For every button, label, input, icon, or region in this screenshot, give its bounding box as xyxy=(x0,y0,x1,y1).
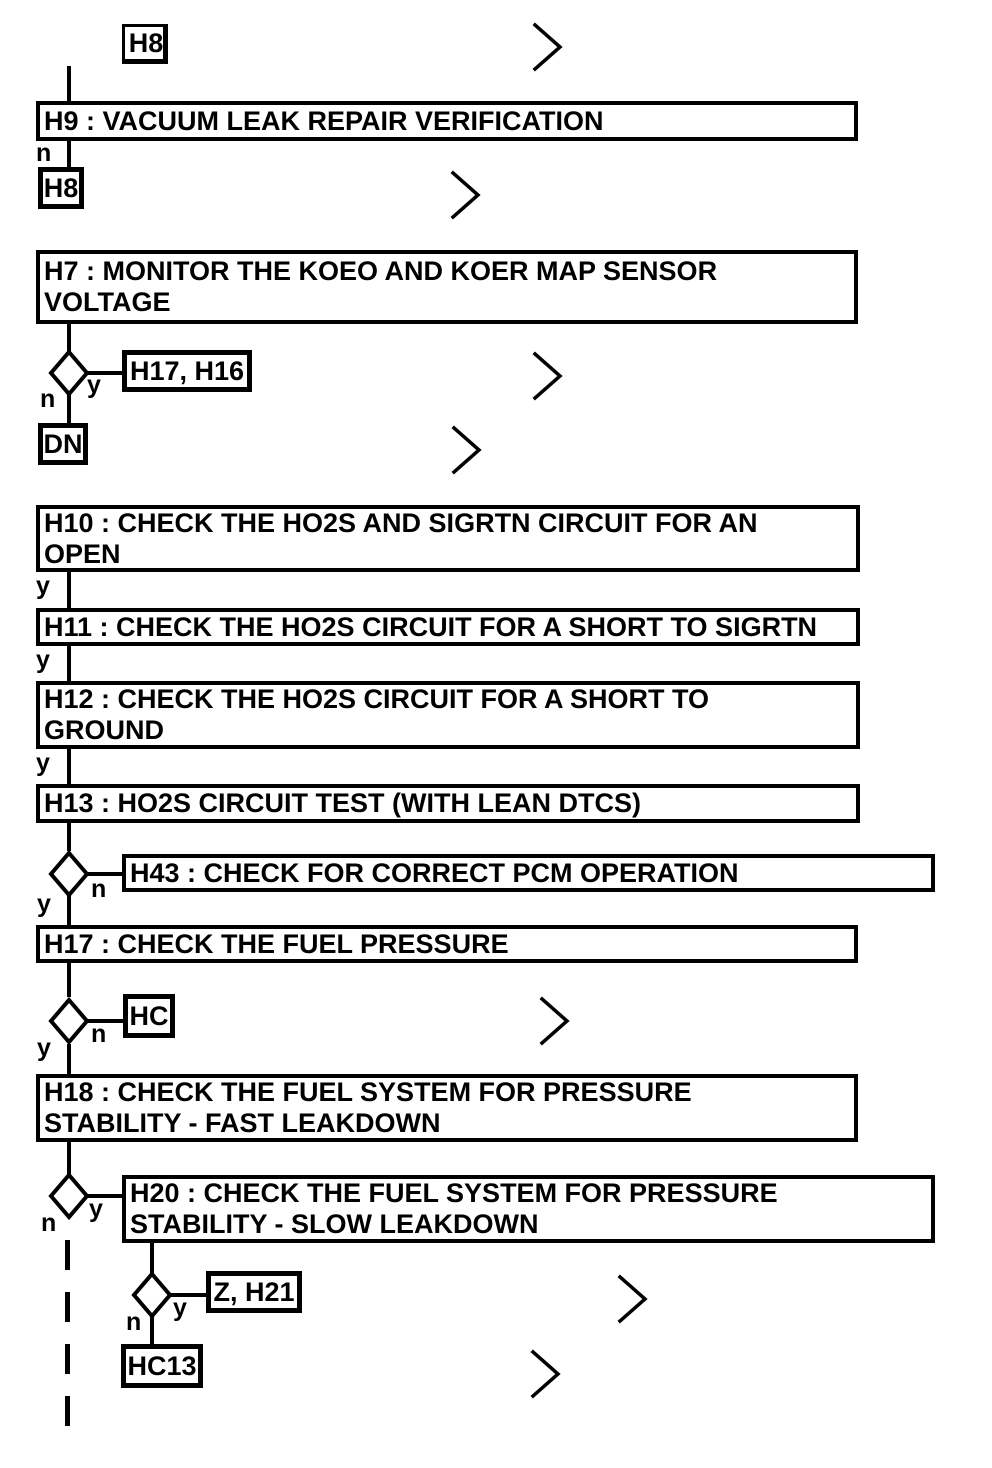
connector-line xyxy=(67,324,71,352)
box-label: H8 xyxy=(128,27,164,58)
chevron-right-icon xyxy=(449,169,483,221)
offpage-dashed-line xyxy=(65,1240,70,1442)
branch-label-yes: y xyxy=(37,890,51,918)
step-box-h12: H12 : CHECK THE HO2S CIRCUIT FOR A SHORT… xyxy=(36,681,860,749)
chevron-right-icon xyxy=(616,1273,650,1325)
box-label: H17, H16 xyxy=(129,355,245,386)
decision-diamond-icon xyxy=(47,849,91,899)
connector-line xyxy=(150,1242,154,1274)
decision-diamond-icon xyxy=(47,996,91,1046)
entry-box-h8: H8 xyxy=(122,24,168,64)
step-box-h18: H18 : CHECK THE FUEL SYSTEM FOR PRESSURE… xyxy=(36,1074,858,1142)
step-box-h10: H10 : CHECK THE HO2S AND SIGRTN CIRCUIT … xyxy=(36,505,860,572)
connector-line xyxy=(67,394,71,424)
box-label: H9 : VACUUM LEAK REPAIR VERIFICATION xyxy=(44,105,604,136)
terminal-box-h8: H8 xyxy=(38,167,84,209)
terminal-box-z-h21: Z, H21 xyxy=(206,1271,302,1313)
chevron-right-icon xyxy=(529,1348,563,1400)
chevron-right-icon xyxy=(531,350,565,402)
step-box-h13: H13 : HO2S CIRCUIT TEST (WITH LEAN DTCS) xyxy=(36,784,860,823)
step-box-h20: H20 : CHECK THE FUEL SYSTEM FOR PRESSURE… xyxy=(122,1175,935,1243)
connector-line xyxy=(67,1142,71,1174)
connector-line xyxy=(86,1019,128,1023)
box-label: H8 xyxy=(43,172,79,203)
branch-label-no: n xyxy=(41,1209,57,1237)
terminal-box-h17-h16: H17, H16 xyxy=(122,350,252,392)
box-label: H20 : CHECK THE FUEL SYSTEM FOR PRESSURE… xyxy=(130,1178,778,1239)
terminal-box-hc13: HC13 xyxy=(121,1344,203,1388)
connector-line xyxy=(67,646,71,681)
connector-line xyxy=(169,1293,209,1297)
branch-label-yes: y xyxy=(37,1034,51,1062)
box-label: H43 : CHECK FOR CORRECT PCM OPERATION xyxy=(130,857,739,888)
branch-label-yes: y xyxy=(36,646,50,674)
step-box-h7: H7 : MONITOR THE KOEO AND KOER MAP SENSO… xyxy=(36,250,858,324)
chevron-right-icon xyxy=(531,21,565,73)
box-label: Z, H21 xyxy=(213,1276,295,1307)
connector-line xyxy=(86,872,126,876)
chevron-right-icon xyxy=(538,995,572,1047)
connector-line xyxy=(67,572,71,608)
box-label: H18 : CHECK THE FUEL SYSTEM FOR PRESSURE… xyxy=(44,1077,692,1138)
connector-line xyxy=(67,141,71,169)
box-label: H12 : CHECK THE HO2S CIRCUIT FOR A SHORT… xyxy=(44,684,710,745)
box-label: DN xyxy=(43,428,83,459)
connector-line xyxy=(67,895,71,925)
box-label: HC13 xyxy=(127,1350,197,1381)
terminal-box-dn: DN xyxy=(38,423,88,465)
branch-label-yes: y xyxy=(36,572,50,600)
box-label: HC xyxy=(129,1000,169,1031)
decision-diamond-icon xyxy=(47,1171,91,1221)
step-box-h43: H43 : CHECK FOR CORRECT PCM OPERATION xyxy=(122,854,935,892)
connector-line xyxy=(67,66,71,104)
connector-line xyxy=(86,371,126,375)
branch-label-yes: y xyxy=(87,371,101,399)
branch-label-yes: y xyxy=(173,1294,187,1322)
branch-label-yes: y xyxy=(89,1195,103,1223)
terminal-box-hc: HC xyxy=(123,994,175,1038)
branch-label-no: n xyxy=(91,875,107,903)
branch-label-no: n xyxy=(40,385,56,413)
step-box-h11: H11 : CHECK THE HO2S CIRCUIT FOR A SHORT… xyxy=(36,608,860,646)
box-label: H11 : CHECK THE HO2S CIRCUIT FOR A SHORT… xyxy=(44,611,818,642)
step-box-h17: H17 : CHECK THE FUEL PRESSURE xyxy=(36,925,858,963)
branch-label-no: n xyxy=(36,139,52,167)
branch-label-no: n xyxy=(126,1308,142,1336)
branch-label-yes: y xyxy=(36,749,50,777)
connector-line xyxy=(150,1316,154,1346)
connector-line xyxy=(86,1194,124,1198)
connector-line xyxy=(67,749,71,784)
connector-line xyxy=(67,1044,71,1074)
box-label: H17 : CHECK THE FUEL PRESSURE xyxy=(44,928,509,959)
box-label: H7 : MONITOR THE KOEO AND KOER MAP SENSO… xyxy=(44,256,718,317)
chevron-right-icon xyxy=(450,424,484,476)
branch-label-no: n xyxy=(91,1020,107,1048)
box-label: H13 : HO2S CIRCUIT TEST (WITH LEAN DTCS) xyxy=(44,788,642,818)
connector-line xyxy=(67,823,71,851)
box-label: H10 : CHECK THE HO2S AND SIGRTN CIRCUIT … xyxy=(44,507,758,569)
step-box-h9: H9 : VACUUM LEAK REPAIR VERIFICATION xyxy=(36,101,858,141)
connector-line xyxy=(67,963,71,997)
